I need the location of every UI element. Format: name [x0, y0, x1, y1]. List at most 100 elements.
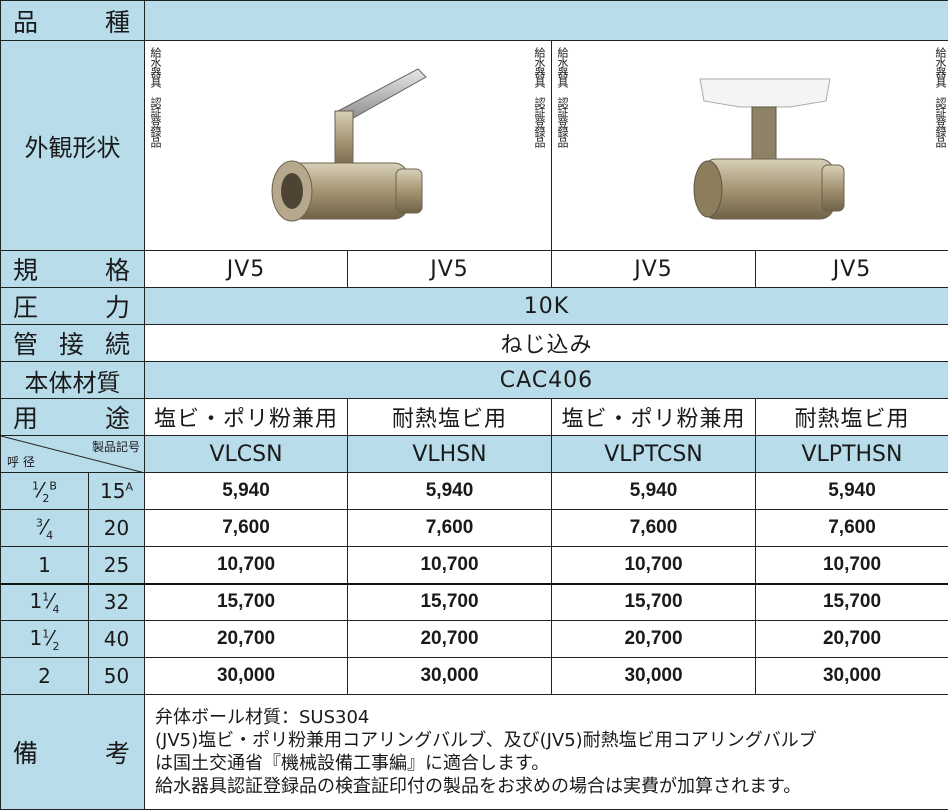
- cert-label: 給水器具 認証登録品: [556, 47, 568, 147]
- note-line: (JV5)塩ビ・ポリ粉兼用コアリングバルブ、及び(JV5)耐熱塩ビ用コアリングバ…: [155, 729, 938, 752]
- price-cell: 15,700: [552, 584, 756, 621]
- usage-value: 塩ビ・ポリ粉兼用: [552, 399, 756, 436]
- size-inch: 3⁄4: [1, 510, 89, 547]
- header-spec-char: 格: [105, 251, 130, 287]
- spec-value: JV5: [552, 251, 756, 288]
- size-mm: 32: [89, 584, 145, 621]
- header-notes-char: 備: [13, 734, 38, 770]
- product-code: VLHSN: [348, 436, 552, 473]
- price-cell: 10,700: [756, 547, 948, 584]
- pressure-value: 10K: [145, 288, 948, 325]
- header-connection-char: 管: [13, 325, 38, 361]
- row-connection: 管接続 ねじ込み: [1, 325, 948, 362]
- header-usage: 用途: [1, 399, 145, 436]
- size-mm: 20: [89, 510, 145, 547]
- cert-label: 給水器具 認証登録品: [149, 47, 161, 147]
- image-cell-lever: 給水器具 認証登録品 給水器具 認証登録品: [145, 41, 552, 251]
- price-cell: 30,000: [552, 658, 756, 695]
- note-line: 給水器具認証登録品の検査証印付の製品をお求めの場合は実費が加算されます。: [155, 775, 938, 798]
- header-kind-char: 品: [13, 3, 38, 39]
- header-pressure-char: 圧: [13, 288, 38, 324]
- price-cell: 20,700: [348, 621, 552, 658]
- header-spec-char: 規: [13, 251, 38, 287]
- table-row: 11⁄2 40 20,700 20,700 20,700 20,700: [1, 621, 948, 658]
- price-cell: 7,600: [756, 510, 948, 547]
- price-cell: 30,000: [145, 658, 348, 695]
- spec-value: JV5: [756, 251, 948, 288]
- header-connection: 管接続: [1, 325, 145, 362]
- table-row: 3⁄4 20 7,600 7,600 7,600 7,600: [1, 510, 948, 547]
- kind-value: [145, 1, 948, 41]
- price-cell: 30,000: [348, 658, 552, 695]
- usage-value: 耐熱塩ビ用: [756, 399, 948, 436]
- header-material: 本体材質: [1, 362, 145, 399]
- nominal-header: 呼 径: [7, 453, 35, 470]
- header-appearance: 外観形状: [1, 41, 145, 251]
- row-usage: 用途 塩ビ・ポリ粉兼用 耐熱塩ビ用 塩ビ・ポリ粉兼用 耐熱塩ビ用: [1, 399, 948, 436]
- header-kind-char: 種: [105, 3, 130, 39]
- note-line: 弁体ボール材質：SUS304: [155, 706, 938, 729]
- notes-cell: 弁体ボール材質：SUS304 (JV5)塩ビ・ポリ粉兼用コアリングバルブ、及び(…: [145, 695, 948, 810]
- price-cell: 20,700: [756, 621, 948, 658]
- row-product-code: 製品記号 呼 径 VLCSN VLHSN VLPTCSN VLPTHSN: [1, 436, 948, 473]
- price-cell: 30,000: [756, 658, 948, 695]
- row-material: 本体材質 CAC406: [1, 362, 948, 399]
- header-pressure: 圧力: [1, 288, 145, 325]
- header-kind: 品種: [1, 1, 145, 41]
- header-nominal-code: 製品記号 呼 径: [1, 436, 145, 473]
- row-kind: 品種: [1, 1, 948, 41]
- ball-valve-t-handle-image: [590, 51, 910, 241]
- size-inch: 11⁄4: [1, 584, 89, 621]
- header-material-label: 本体材質: [25, 369, 121, 397]
- price-cell: 20,700: [145, 621, 348, 658]
- header-spec: 規格: [1, 251, 145, 288]
- price-cell: 5,940: [756, 473, 948, 510]
- ball-valve-lever-image: [188, 51, 508, 241]
- header-notes-char: 考: [105, 734, 130, 770]
- cert-label: 給水器具 認証登録品: [934, 47, 946, 147]
- product-code-header: 製品記号: [92, 438, 140, 455]
- header-connection-char: 接: [59, 325, 84, 361]
- price-cell: 5,940: [348, 473, 552, 510]
- header-usage-char: 途: [105, 399, 130, 435]
- row-notes: 備考 弁体ボール材質：SUS304 (JV5)塩ビ・ポリ粉兼用コアリングバルブ、…: [1, 695, 948, 810]
- header-usage-char: 用: [13, 399, 38, 435]
- header-pressure-char: 力: [105, 288, 130, 324]
- price-cell: 7,600: [145, 510, 348, 547]
- usage-value: 耐熱塩ビ用: [348, 399, 552, 436]
- product-code: VLCSN: [145, 436, 348, 473]
- size-inch: 2: [1, 658, 89, 695]
- size-mm: 50: [89, 658, 145, 695]
- price-cell: 10,700: [348, 547, 552, 584]
- price-cell: 15,700: [756, 584, 948, 621]
- size-inch: 11⁄2: [1, 621, 89, 658]
- note-line: は国土交通省『機械設備工事編』に適合します。: [155, 752, 938, 775]
- size-mm: 25: [89, 547, 145, 584]
- header-connection-char: 続: [105, 325, 130, 361]
- price-cell: 7,600: [552, 510, 756, 547]
- price-cell: 10,700: [145, 547, 348, 584]
- material-value: CAC406: [145, 362, 948, 399]
- price-cell: 15,700: [348, 584, 552, 621]
- size-mm: 15A: [89, 473, 145, 510]
- product-code: VLPTHSN: [756, 436, 948, 473]
- cert-label: 給水器具 認証登録品: [533, 47, 545, 147]
- price-cell: 10,700: [552, 547, 756, 584]
- usage-value: 塩ビ・ポリ粉兼用: [145, 399, 348, 436]
- table-row: 11⁄4 32 15,700 15,700 15,700 15,700: [1, 584, 948, 621]
- table-row: 1⁄2B 15A 5,940 5,940 5,940 5,940: [1, 473, 948, 510]
- row-spec: 規格 JV5 JV5 JV5 JV5: [1, 251, 948, 288]
- connection-value: ねじ込み: [145, 325, 948, 362]
- spec-value: JV5: [348, 251, 552, 288]
- price-cell: 7,600: [348, 510, 552, 547]
- row-appearance: 外観形状 給水器具 認証登録品 給水器具 認証登録品: [1, 41, 948, 251]
- price-cell: 5,940: [552, 473, 756, 510]
- product-code: VLPTCSN: [552, 436, 756, 473]
- image-cell-t-handle: 給水器具 認証登録品 給水器具 認証登録品: [552, 41, 948, 251]
- price-cell: 5,940: [145, 473, 348, 510]
- row-pressure: 圧力 10K: [1, 288, 948, 325]
- price-cell: 20,700: [552, 621, 756, 658]
- header-notes: 備考: [1, 695, 145, 810]
- size-mm: 40: [89, 621, 145, 658]
